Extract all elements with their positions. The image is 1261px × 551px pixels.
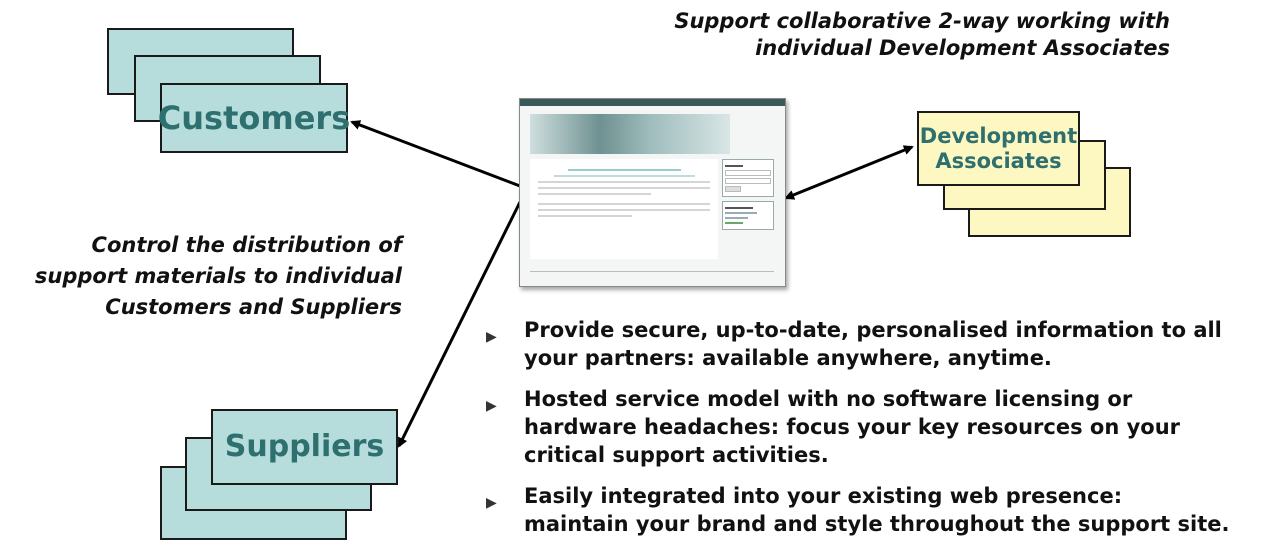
screenshot-topbar bbox=[520, 99, 785, 106]
customers-card-front bbox=[160, 83, 348, 153]
screenshot-support-box bbox=[722, 201, 774, 230]
bullet-arrow-icon: ▶ bbox=[486, 329, 497, 345]
associates-card-front bbox=[917, 111, 1080, 186]
support-site-screenshot bbox=[519, 98, 786, 287]
bullet-arrow-icon: ▶ bbox=[486, 398, 497, 414]
caption-left: Control the distribution of support mate… bbox=[0, 230, 402, 323]
caption-left-line2: support materials to individual bbox=[34, 264, 402, 288]
bullet-arrow-icon: ▶ bbox=[486, 495, 497, 511]
screenshot-sidebar bbox=[722, 159, 774, 234]
associates-label-line2: Associates bbox=[935, 148, 1062, 173]
suppliers-label: Suppliers bbox=[224, 428, 385, 464]
arrow-to-suppliers bbox=[397, 201, 522, 448]
associates-label: Development Associates bbox=[917, 111, 1080, 186]
caption-top-right-line2: individual Development Associates bbox=[755, 36, 1170, 60]
arrow-to-customers bbox=[350, 120, 521, 188]
benefit-item: ▶ Provide secure, up-to-date, personalis… bbox=[482, 316, 1257, 372]
benefit-line: Provide secure, up-to-date, personalised… bbox=[524, 318, 1222, 342]
benefit-line: your partners: available anywhere, anyti… bbox=[524, 346, 1052, 370]
arrow-to-associates bbox=[784, 145, 914, 200]
benefit-item: ▶ Easily integrated into your existing w… bbox=[482, 482, 1257, 538]
suppliers-card-front bbox=[211, 409, 398, 485]
associates-label-line1: Development bbox=[919, 124, 1078, 149]
caption-left-line1: Control the distribution of bbox=[91, 233, 402, 257]
caption-top-right-line1: Support collaborative 2-way working with bbox=[674, 9, 1170, 33]
benefit-line: critical support activities. bbox=[524, 443, 829, 467]
screenshot-main-panel bbox=[530, 159, 718, 259]
screenshot-hero-image bbox=[530, 114, 730, 154]
screenshot-footer bbox=[530, 271, 774, 278]
customers-label: Customers bbox=[157, 98, 351, 137]
caption-top-right: Support collaborative 2-way working with… bbox=[630, 8, 1170, 62]
screenshot-login-box bbox=[722, 159, 774, 197]
benefit-line: Easily integrated into your existing web… bbox=[524, 484, 1123, 508]
benefit-item: ▶ Hosted service model with no software … bbox=[482, 385, 1257, 469]
benefit-line: Hosted service model with no software li… bbox=[524, 387, 1133, 411]
benefit-line: hardware headaches: focus your key resou… bbox=[524, 415, 1181, 439]
benefit-line: maintain your brand and style throughout… bbox=[524, 512, 1230, 536]
benefits-list: ▶ Provide secure, up-to-date, personalis… bbox=[482, 316, 1257, 551]
caption-left-line3: Customers and Suppliers bbox=[105, 295, 402, 319]
